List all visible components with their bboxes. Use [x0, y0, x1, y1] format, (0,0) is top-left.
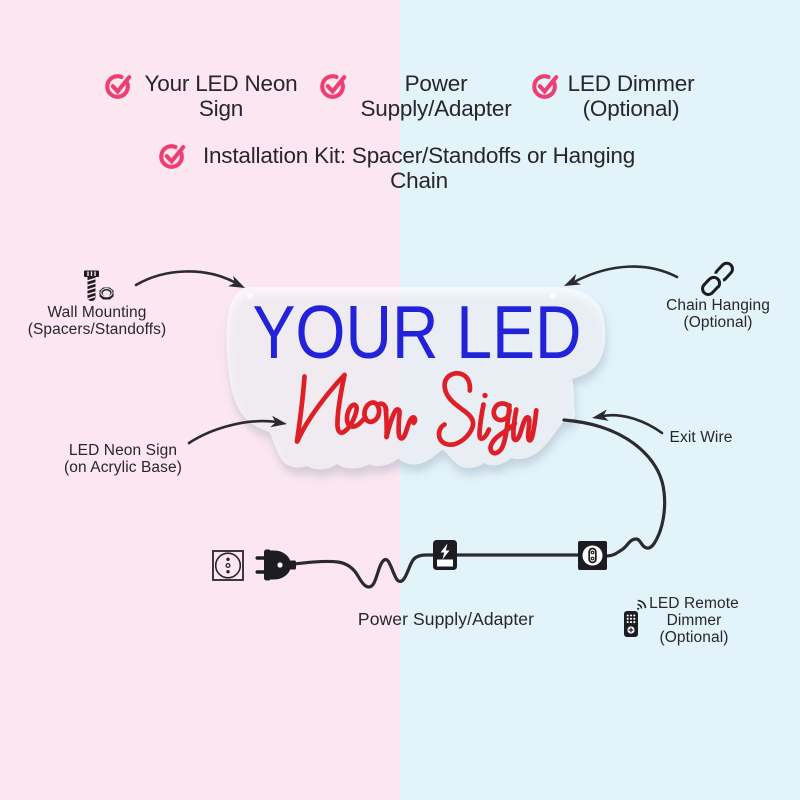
power-supply-label: Power Supply/Adapter [358, 609, 534, 629]
sign-script-lettering [294, 370, 539, 456]
sign-headline: YOUR LED [253, 290, 582, 374]
checklist-item-2-label: Power Supply/Adapter [360, 71, 511, 121]
power-supply-text: Power Supply/Adapter [357, 609, 535, 629]
power-wire [292, 418, 667, 589]
acrylic-base [226, 287, 606, 470]
exit-wire-label: Exit Wire [670, 429, 733, 446]
remote-dimmer-line1: LED Remote [649, 595, 739, 612]
checklist-item-4-line1: Installation Kit: Spacer/Standoffs or Ha… [202, 143, 636, 168]
chain-hanging-line1: Chain Hanging [666, 297, 770, 314]
arrow-chain-to-sign [564, 265, 679, 286]
led-neon-sign-line1: LED Neon Sign [68, 442, 178, 459]
wall-mounting-line2: (Spacers/Standoffs) [27, 321, 167, 338]
check-circle-icon-1 [107, 76, 129, 97]
led-neon-sign-line2: (on Acrylic Base) [64, 459, 182, 476]
remote-dimmer-label: LED Remote Dimmer (Optional) [649, 595, 739, 646]
chain-hanging-label: Chain Hanging (Optional) [666, 297, 770, 331]
checklist-item-4-label: Installation Kit: Spacer/Standoffs or Ha… [203, 143, 635, 193]
remote-dimmer-line2: Dimmer [666, 612, 722, 629]
chain-hanging-line2: (Optional) [683, 314, 753, 331]
mounting-hole-left [247, 293, 253, 299]
check-circle-icon-2 [322, 76, 344, 97]
led-neon-sign-label: LED Neon Sign (on Acrylic Base) [64, 442, 182, 476]
checklist-item-1-label: Your LED Neon Sign [145, 71, 298, 121]
wall-mounting-label: Wall Mounting (Spacers/Standoffs) [28, 304, 167, 338]
chain-link-icon [701, 259, 737, 296]
arrow-exitwire-to-wire [592, 409, 664, 435]
check-circle-icon-4 [161, 146, 183, 167]
checklist-item-3-line2: (Optional) [582, 96, 680, 121]
checklist-item-3-label: LED Dimmer (Optional) [568, 71, 695, 121]
screw-icon [84, 270, 114, 301]
power-plug-icon [255, 549, 296, 581]
wall-mounting-line1: Wall Mounting [47, 304, 147, 321]
checklist-item-2-line2: Supply/Adapter [360, 96, 512, 121]
remote-dimmer-line3: (Optional) [659, 629, 729, 646]
arrow-wall-to-sign [134, 270, 245, 288]
check-circle-icon-3 [534, 76, 556, 97]
nut-icon [99, 287, 114, 300]
arrow-label-to-sign [187, 415, 287, 445]
arrows [134, 265, 679, 445]
checklist-item-3-line1: LED Dimmer [567, 71, 695, 96]
checklist-item-1-line1: Your LED Neon [144, 71, 298, 96]
checklist-item-2-line1: Power [404, 71, 468, 96]
exit-wire-text: Exit Wire [669, 429, 733, 446]
wireless-waves-icon [637, 599, 647, 609]
wall-outlet-icon [212, 550, 244, 581]
checklist-item-4-line2: Chain [390, 168, 448, 193]
power-adapter-icon [433, 540, 457, 570]
inline-dimmer-icon [578, 541, 607, 570]
remote-icon [624, 599, 647, 637]
mounting-hole-right [550, 293, 556, 299]
checklist-item-1-line2: Sign [198, 96, 244, 121]
